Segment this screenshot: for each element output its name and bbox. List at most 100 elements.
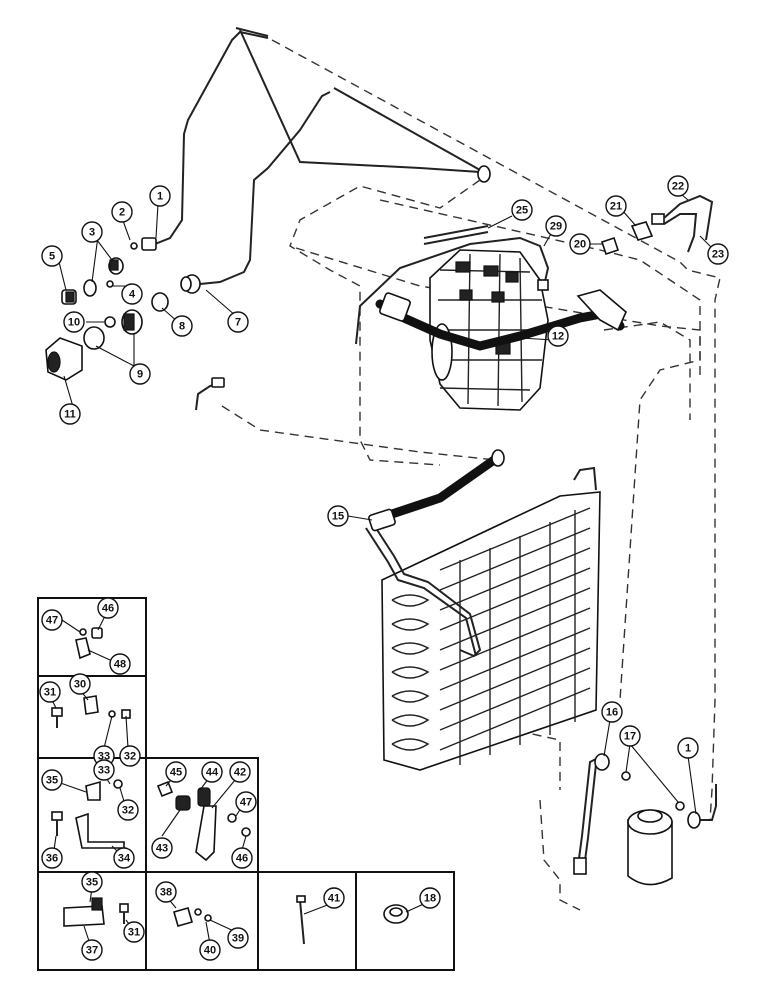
- callout-43: 43: [151, 837, 173, 859]
- callout-labels: 1234578910111215161712021222325294647483…: [39, 175, 729, 961]
- callout-46: 46: [231, 847, 253, 869]
- callout-circle: [63, 311, 85, 333]
- callout-number: 32: [124, 751, 136, 763]
- callout-circle: [231, 847, 253, 869]
- callout-32: 32: [119, 745, 141, 767]
- callout-circle: [81, 939, 103, 961]
- callout-circle: [229, 761, 251, 783]
- callout-number: 5: [49, 251, 55, 263]
- callout-number: 3: [89, 227, 95, 239]
- callout-number: 48: [114, 659, 126, 671]
- callout-number: 39: [232, 933, 244, 945]
- callout-circle: [81, 221, 103, 243]
- switch-connectors: [600, 194, 714, 256]
- callout-9: 9: [129, 363, 151, 385]
- callout-number: 2: [119, 207, 125, 219]
- callout-circle: [113, 847, 135, 869]
- callout-number: 11: [64, 409, 76, 421]
- callout-circle: [619, 725, 641, 747]
- callout-circle: [545, 215, 567, 237]
- callout-circle: [323, 887, 345, 909]
- callout-circle: [111, 201, 133, 223]
- callout-5: 5: [41, 245, 63, 267]
- callout-circle: [129, 363, 151, 385]
- callout-number: 41: [328, 893, 340, 905]
- callout-circle: [171, 315, 193, 337]
- callout-number: 29: [550, 221, 562, 233]
- callout-31: 31: [123, 921, 145, 943]
- callout-number: 18: [424, 893, 436, 905]
- callout-number: 46: [102, 603, 114, 615]
- callout-circle: [601, 701, 623, 723]
- left-fittings-group: [45, 242, 169, 381]
- callout-number: 25: [516, 205, 528, 217]
- callout-29: 29: [545, 215, 567, 237]
- callout-number: 8: [179, 321, 185, 333]
- callout-circle: [123, 921, 145, 943]
- callout-number: 47: [240, 797, 252, 809]
- wire-29: [355, 236, 550, 345]
- callout-circle: [151, 837, 173, 859]
- callout-circle: [41, 847, 63, 869]
- callout-circle: [199, 939, 221, 961]
- callout-number: 15: [332, 511, 344, 523]
- callout-17: 17: [619, 725, 641, 747]
- callout-number: 17: [624, 731, 636, 743]
- callout-number: 46: [236, 853, 248, 865]
- callout-circle: [667, 175, 689, 197]
- callout-number: 43: [156, 843, 168, 855]
- callout-circle: [121, 283, 143, 305]
- callout-15: 15: [327, 505, 349, 527]
- callout-7: 7: [227, 311, 249, 333]
- callout-46: 46: [97, 597, 119, 619]
- callout-circle: [227, 927, 249, 949]
- callout-45: 45: [165, 761, 187, 783]
- callout-10: 10: [63, 311, 85, 333]
- callout-circle: [149, 185, 171, 207]
- callout-circle: [605, 195, 627, 217]
- tube-25-edge: [423, 231, 489, 245]
- callout-21: 21: [605, 195, 627, 217]
- condenser: [381, 466, 601, 771]
- callout-circle: [119, 745, 141, 767]
- callout-39: 39: [227, 927, 249, 949]
- callout-circle: [419, 887, 441, 909]
- callout-47: 47: [41, 609, 63, 631]
- callout-number: 44: [206, 767, 219, 779]
- callout-42: 42: [229, 761, 251, 783]
- callout-number: 35: [46, 775, 58, 787]
- callout-circle: [41, 769, 63, 791]
- callout-number: 16: [606, 707, 618, 719]
- callout-number: 7: [235, 317, 241, 329]
- callout-circle: [81, 871, 103, 893]
- receiver-drier: [621, 771, 685, 886]
- callout-number: 37: [86, 945, 98, 957]
- callout-33: 33: [93, 759, 115, 781]
- callout-34: 34: [113, 847, 135, 869]
- callout-number: 1: [685, 743, 691, 755]
- callout-1: 1: [677, 737, 699, 759]
- callout-number: 33: [98, 751, 110, 763]
- callout-37: 37: [81, 939, 103, 961]
- tube-1-right: [687, 784, 717, 829]
- callout-number: 40: [204, 945, 216, 957]
- callout-23: 23: [707, 243, 729, 265]
- callout-circle: [707, 243, 729, 265]
- callout-number: 10: [68, 317, 80, 329]
- callout-16: 16: [601, 701, 623, 723]
- tube-25: [423, 225, 489, 239]
- callout-20: 20: [569, 233, 591, 255]
- callout-number: 31: [44, 687, 56, 699]
- callout-circle: [109, 653, 131, 675]
- callout-36: 36: [41, 847, 63, 869]
- callout-40: 40: [199, 939, 221, 961]
- callout-circle: [547, 325, 569, 347]
- callout-18: 18: [419, 887, 441, 909]
- callout-1: 1: [149, 185, 171, 207]
- callout-circle: [201, 761, 223, 783]
- callout-2: 2: [111, 201, 133, 223]
- callout-circle: [97, 597, 119, 619]
- callout-number: 38: [160, 887, 172, 899]
- callout-4: 4: [121, 283, 143, 305]
